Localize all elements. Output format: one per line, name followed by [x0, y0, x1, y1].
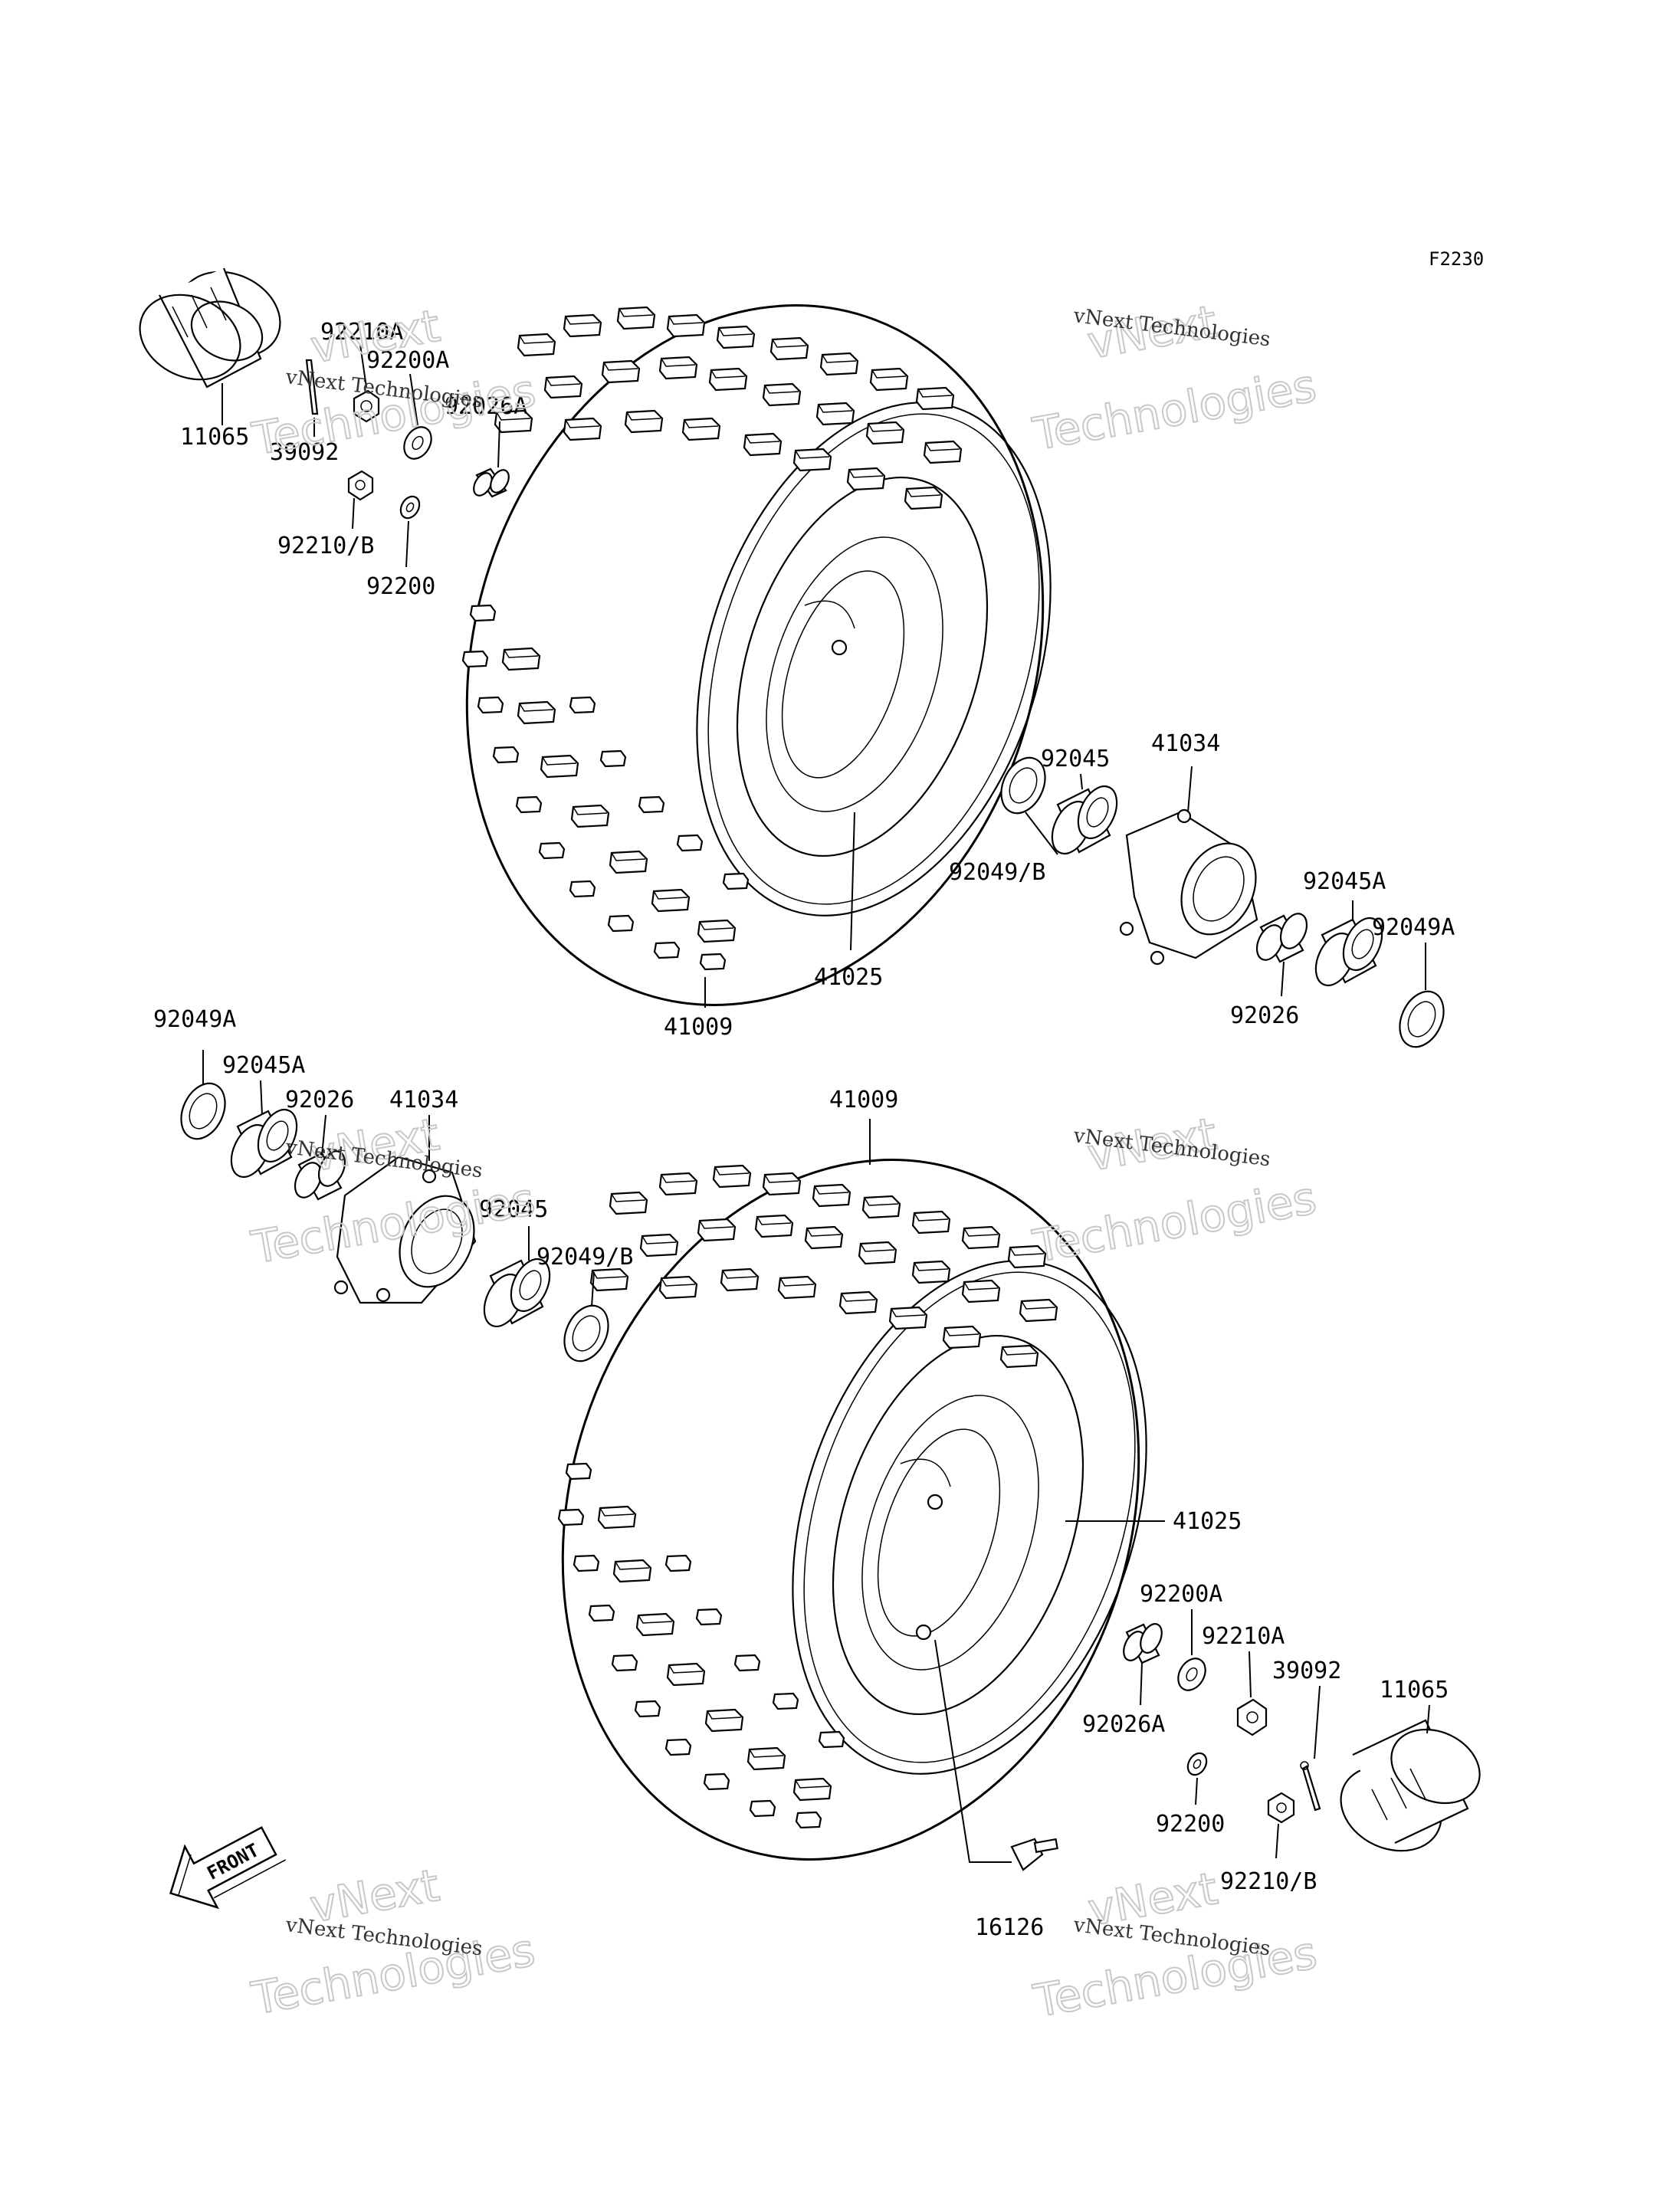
upper-label-92210B: 92210/B	[277, 533, 374, 559]
upper-label-92026A: 92026A	[445, 393, 527, 420]
lower-nut-92210B	[1267, 1792, 1295, 1824]
upper-label-92045: 92045	[1041, 746, 1110, 772]
upper-label-92200A: 92200A	[366, 347, 449, 374]
upper-label-92210A: 92210A	[320, 319, 403, 346]
lower-label-41025: 41025	[1173, 1508, 1242, 1535]
lower-hub-41034	[333, 1156, 477, 1304]
lower-bearing-92045	[483, 1258, 551, 1328]
lower-seal-92049A	[180, 1082, 226, 1140]
upper-label-41025: 41025	[814, 964, 883, 991]
front-direction-arrow: FRONT	[169, 1826, 287, 1910]
lower-washer-92200A	[1177, 1658, 1206, 1691]
upper-bearing-92045A	[1314, 917, 1383, 987]
lower-assembly: 92049A 92045A 92026 41034	[153, 1006, 1481, 1941]
lower-label-92200: 92200	[1156, 1811, 1225, 1838]
lower-label-92210A: 92210A	[1202, 1623, 1285, 1650]
lower-cap-11065	[1340, 1719, 1481, 1852]
lower-valve-16126	[1010, 1838, 1058, 1871]
lower-label-92045: 92045	[479, 1196, 548, 1223]
upper-collar-92026	[1255, 913, 1308, 963]
upper-label-92026: 92026	[1230, 1002, 1299, 1029]
upper-label-92045A: 92045A	[1303, 868, 1386, 895]
upper-label-41009: 41009	[664, 1014, 733, 1041]
upper-washer-92200	[399, 495, 421, 520]
upper-assembly: 11065 39092 92210A 92200A 92026A	[139, 267, 1455, 1048]
lower-washer-92200	[1186, 1752, 1208, 1776]
upper-bearing-92045	[1051, 785, 1118, 855]
upper-castle-nut-92210A	[353, 389, 380, 423]
upper-label-92049B: 92049/B	[949, 859, 1045, 886]
figure-code: F2230	[1429, 248, 1484, 270]
lower-collar-92026	[294, 1150, 346, 1201]
lower-label-92045A: 92045A	[222, 1052, 305, 1079]
lower-label-92210B: 92210/B	[1220, 1868, 1317, 1895]
lower-label-92049A: 92049A	[153, 1006, 236, 1033]
lower-label-11065: 11065	[1380, 1677, 1449, 1703]
upper-nut-92210B	[347, 470, 374, 501]
lower-label-16126: 16126	[975, 1914, 1044, 1941]
upper-washer-92200A	[403, 426, 432, 460]
upper-label-41034: 41034	[1151, 730, 1220, 757]
lower-label-41034: 41034	[389, 1087, 458, 1113]
upper-cap-11065	[139, 267, 281, 389]
lower-cotter-pin-39092	[1300, 1761, 1321, 1812]
lower-tire-41009	[557, 1159, 1147, 1861]
upper-hub-41034	[1119, 808, 1258, 966]
lower-label-92026: 92026	[285, 1087, 354, 1113]
upper-collar-92026A	[473, 467, 510, 498]
lower-label-92026A: 92026A	[1082, 1711, 1165, 1738]
upper-cotter-pin-39092	[305, 359, 319, 415]
lower-label-41009: 41009	[829, 1087, 898, 1113]
lower-castle-nut-92210A	[1236, 1698, 1268, 1736]
upper-label-39092: 39092	[270, 439, 339, 466]
upper-seal-92049A	[1399, 990, 1445, 1048]
lower-seal-92049B	[563, 1304, 609, 1362]
upper-label-92200: 92200	[366, 573, 435, 600]
lower-collar-92026A	[1123, 1623, 1163, 1664]
watermark-technologies: Technologies	[1029, 359, 1320, 461]
lower-label-39092: 39092	[1272, 1658, 1341, 1684]
upper-tire-41009	[461, 304, 1052, 1006]
lower-bearing-92045A	[230, 1108, 298, 1179]
watermark-technologies: Technologies	[1029, 1172, 1320, 1273]
upper-label-11065: 11065	[180, 424, 249, 451]
lower-label-92200A: 92200A	[1140, 1581, 1222, 1608]
lower-label-92049B: 92049/B	[536, 1244, 633, 1271]
upper-seal-92049B	[1000, 756, 1046, 815]
upper-label-92049A: 92049A	[1372, 914, 1455, 941]
